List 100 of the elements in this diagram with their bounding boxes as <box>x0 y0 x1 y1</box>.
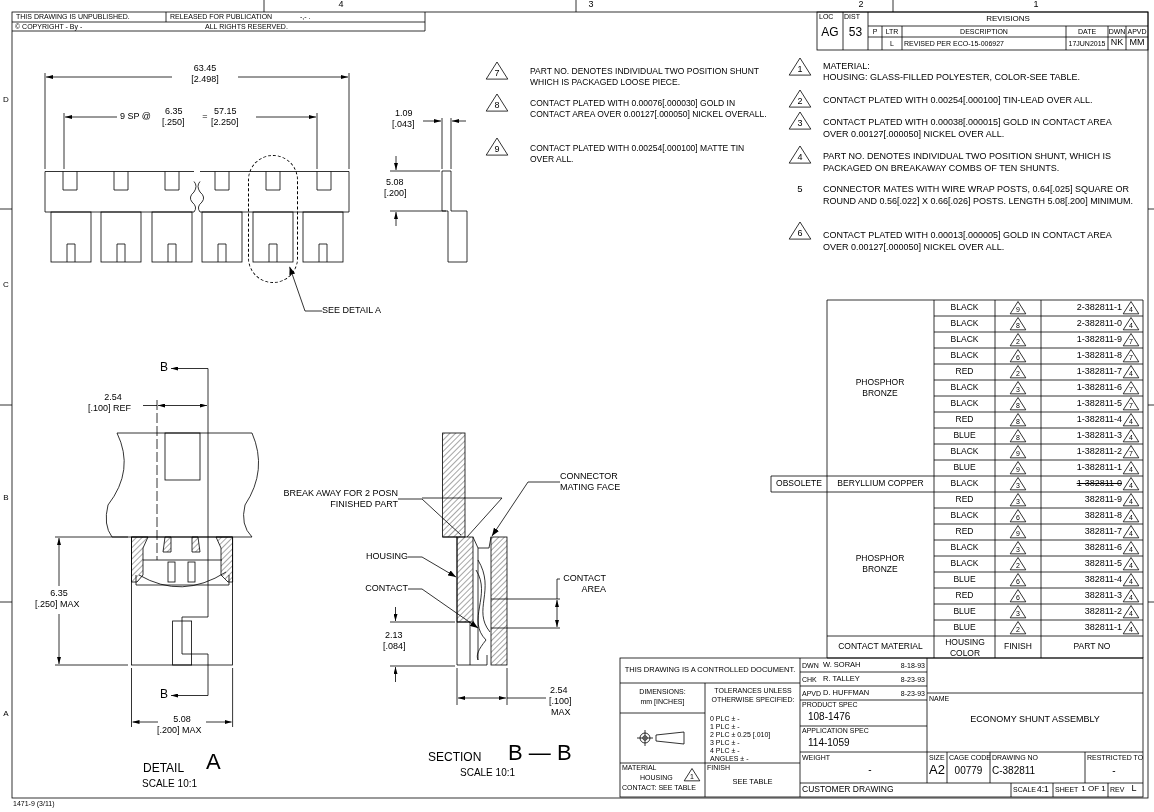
table-text: BLUE <box>952 575 977 585</box>
view-title: B — B <box>508 741 573 766</box>
part-number: 1-382811-2 <box>1075 446 1122 457</box>
scale-text: SCALE 10:1 <box>142 778 199 789</box>
dimension-label: 5.08 <box>386 178 405 188</box>
table-text: BLACK <box>949 511 980 521</box>
scale-text: SCALE 10:1 <box>460 767 517 778</box>
zone-marker: 3 <box>587 0 595 10</box>
zone-marker: 4 <box>337 0 345 10</box>
view-title: SECTION <box>428 751 483 765</box>
table-text: BERYLLIUM COPPER <box>836 479 925 489</box>
table-text: BLACK <box>949 319 980 329</box>
table-text: RED <box>954 415 975 425</box>
table-text: BLACK <box>949 559 980 569</box>
column-heading: PART NO <box>1072 642 1112 652</box>
table-text: BLUE <box>952 463 977 473</box>
part-number: 382811-2 <box>1083 606 1122 617</box>
dimension-label: MAX <box>551 708 572 718</box>
part-number: 382811-4 <box>1083 574 1122 585</box>
dimension-label: [.043] <box>392 120 416 130</box>
title-block-text: CUSTOMER DRAWING <box>802 785 895 795</box>
table-text: BLACK <box>949 479 980 489</box>
note-text: CONTACT PLATED WITH 0.00038[.000015] GOLD IN CONTACT AREA OVER 0.00127[.000050] NICKEL OVER ALL. <box>823 117 1113 141</box>
part-number: 382811-5 <box>1083 558 1122 569</box>
title-block-text: C-382811 <box>992 765 1037 776</box>
table-text: BLACK <box>949 383 980 393</box>
title-block-text: - <box>867 764 873 775</box>
dimension-label: [.100] <box>549 697 573 707</box>
dimension-label: 2.54 <box>103 393 123 403</box>
part-number: 1-382811-1 <box>1075 462 1122 473</box>
table-text: BLACK <box>949 447 980 457</box>
callout-label: HOUSING <box>362 551 408 562</box>
part-number: 2-382811-0 <box>1075 318 1122 329</box>
column-heading: HOUSING COLOR <box>944 637 986 660</box>
table-text: PHOSPHOR BRONZE <box>854 553 906 576</box>
part-number: 1-382811-5 <box>1075 398 1122 409</box>
note-text: HOUSING: GLASS-FILLED POLYESTER, COLOR-SEE TABLE. <box>823 73 1082 83</box>
table-text: BLUE <box>952 607 977 617</box>
zone-marker: A <box>2 710 10 719</box>
note-text: PART NO. DENOTES INDIVIDUAL TWO POSITION SHUNT, WHICH IS PACKAGED ON BREAKAWAY COMBS OF TEN SHUNTS. <box>823 151 1113 175</box>
cell-value: 53 <box>847 26 864 40</box>
dimension-label: 6.35 <box>49 589 69 599</box>
zone-marker: C <box>2 281 10 290</box>
column-heading: FINISH <box>1003 642 1033 652</box>
table-text: PHOSPHOR BRONZE <box>854 377 906 400</box>
callout-label: CONTACT <box>362 583 408 594</box>
part-number: 382811-8 <box>1083 510 1122 521</box>
part-number: 1-382811-7 <box>1075 366 1122 377</box>
leader-line <box>556 578 561 600</box>
part-number: 1-382811-4 <box>1075 414 1122 425</box>
dimension-label: 63.45 <box>192 64 218 74</box>
dimension-label: [2.498] <box>190 75 220 85</box>
table-text: BLACK <box>949 351 980 361</box>
dimension-label: [.084] <box>383 642 407 652</box>
table-text: MM <box>1128 38 1146 48</box>
table-text: BLACK <box>949 303 980 313</box>
note-text: CONTACT PLATED WITH 0.00254[.000100] TIN-LEAD OVER ALL. <box>823 95 1094 107</box>
table-text: BLUE <box>952 623 977 633</box>
part-number: 382811-7 <box>1083 526 1122 537</box>
flag-number: 9 <box>493 144 501 154</box>
dimension-label: 1.09 <box>395 109 414 119</box>
table-text: RED <box>954 495 975 505</box>
dimension-label: 2.54 <box>550 686 569 696</box>
part-number: 382811-6 <box>1083 542 1122 553</box>
dimension-label: [.250] MAX <box>35 600 81 610</box>
flag-number: 1 <box>796 64 804 74</box>
table-text: BLUE <box>952 431 977 441</box>
title-block-text: L <box>1130 784 1138 794</box>
part-number: 2-382811-1 <box>1075 302 1122 313</box>
callout-label: BREAK AWAY FOR 2 POSN FINISHED PART <box>280 488 398 510</box>
cell-value: AG <box>820 26 840 40</box>
dimension-label: 6.35 <box>165 107 184 117</box>
title-block-text: A2 <box>928 763 946 778</box>
note-number: 5 <box>796 184 804 195</box>
flag-number: 8 <box>493 100 501 110</box>
table-heading: REVISIONS <box>985 15 1031 24</box>
part-number: 382811-1 <box>1083 622 1122 633</box>
part-number: 1-382811-6 <box>1075 382 1122 393</box>
zone-marker: D <box>2 96 10 105</box>
drawing-title: ECONOMY SHUNT ASSEMBLY <box>969 715 1101 725</box>
table-text: BLACK <box>949 399 980 409</box>
table-text: OBSOLETE <box>775 479 823 489</box>
dimension-label: = <box>201 112 209 122</box>
dimension-label: 9 SP @ <box>120 112 152 122</box>
dimension-label: [.100] REF <box>88 404 133 414</box>
table-text: RED <box>954 591 975 601</box>
title-block-text: 114-1059 <box>808 737 851 748</box>
flag-number: 6 <box>796 228 804 238</box>
flag-number: 4 <box>796 152 804 162</box>
callout-label: CONTACT AREA <box>560 573 606 595</box>
note-text: CONTACT PLATED WITH 0.00254[.000100] MATTE TIN OVER ALL. <box>530 143 746 166</box>
table-text: NK <box>1109 38 1125 48</box>
part-number: 382811-3 <box>1083 590 1122 601</box>
zone-marker: 2 <box>857 0 865 10</box>
dimension-label: [.250] <box>162 118 186 128</box>
zone-marker: B <box>2 494 10 503</box>
title-block-text: - <box>1111 765 1117 776</box>
dimension-label: [.200] MAX <box>157 726 203 736</box>
note-text: PART NO. DENOTES INDIVIDUAL TWO POSITION SHUNT WHICH IS PACKAGED LOOSE PIECE. <box>530 66 760 89</box>
note-text: MATERIAL: <box>823 62 871 72</box>
